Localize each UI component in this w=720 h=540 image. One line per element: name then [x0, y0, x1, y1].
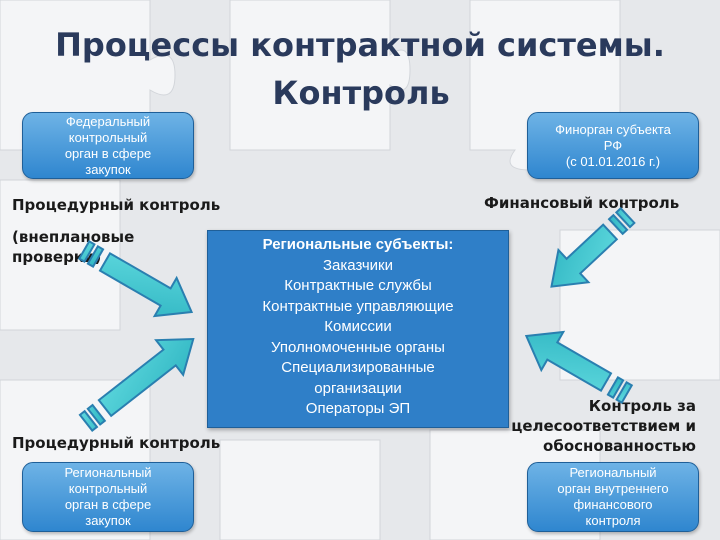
box-text-line: орган в сфере — [64, 497, 152, 512]
financial-control-label: Финансовый контроль — [484, 194, 680, 212]
regional-subject-item: Специализированные — [281, 359, 435, 376]
regional-subject-item: Уполномоченные органы — [271, 338, 445, 356]
box-text-line: Региональный — [569, 465, 657, 480]
regional-subject-item: Комиссии — [324, 318, 392, 335]
box-text-line: контроля — [585, 513, 641, 528]
regional-subject-item: Заказчики — [323, 256, 393, 274]
box-text-line: Федеральный — [65, 113, 151, 129]
federal-control-body-box: Федеральный контрольный орган в сфере за… — [22, 112, 194, 179]
regional-control-body-box: Региональный контрольный орган в сфере з… — [22, 462, 194, 532]
arrow-top-left — [77, 239, 194, 318]
box-text-line: контрольный — [68, 129, 148, 145]
regional-subject-item: Контрактные службы — [284, 277, 432, 294]
unplanned-inspections-label: (внеплановые проверки) — [12, 228, 135, 266]
regional-subject-item: организации — [314, 379, 402, 397]
procedural-control-label-bottom: Процедурный контроль — [12, 434, 221, 452]
box-text-line: Региональный — [64, 465, 152, 480]
box-text-line: орган внутреннего — [557, 481, 669, 496]
arrow-bottom-right — [524, 330, 634, 405]
box-text-line: финансового — [573, 497, 653, 512]
procedural-control-label-top: Процедурный контроль — [12, 196, 221, 214]
regional-internal-finance-box: Региональный орган внутреннего финансово… — [527, 462, 699, 532]
regional-subjects-box: Региональные субъекты: Заказчики Контрак… — [207, 230, 509, 428]
box-text-line: (с 01.01.2016 г.) — [565, 153, 661, 169]
box-text-line: закупок — [85, 513, 131, 528]
expedience-label-line: Контроль за — [588, 397, 696, 415]
finorgan-box: Финорган субъекта РФ (с 01.01.2016 г.) — [527, 112, 699, 179]
regional-subject-item: Контрактные управляющие — [262, 297, 454, 315]
box-text-line: закупок — [85, 161, 131, 177]
page-title-line-2: Контроль — [272, 74, 450, 112]
arrow-top-right — [550, 206, 636, 288]
box-text-line: РФ — [603, 137, 623, 153]
page-title-line-1: Процессы контрактной системы. — [55, 26, 665, 64]
regional-subjects-heading: Региональные субъекты: — [262, 236, 454, 253]
regional-subject-item: Операторы ЭП — [305, 400, 411, 417]
box-text-line: контрольный — [68, 481, 148, 496]
expedience-label-line: целесоответствием и — [511, 417, 696, 435]
box-text-line: Финорган субъекта — [555, 121, 671, 137]
arrow-bottom-left — [78, 338, 195, 433]
expedience-control-label: Контроль за целесоответствием и обоснова… — [486, 396, 696, 456]
expedience-label-line: обоснованностью — [543, 437, 696, 455]
box-text-line: орган в сфере — [64, 145, 152, 161]
